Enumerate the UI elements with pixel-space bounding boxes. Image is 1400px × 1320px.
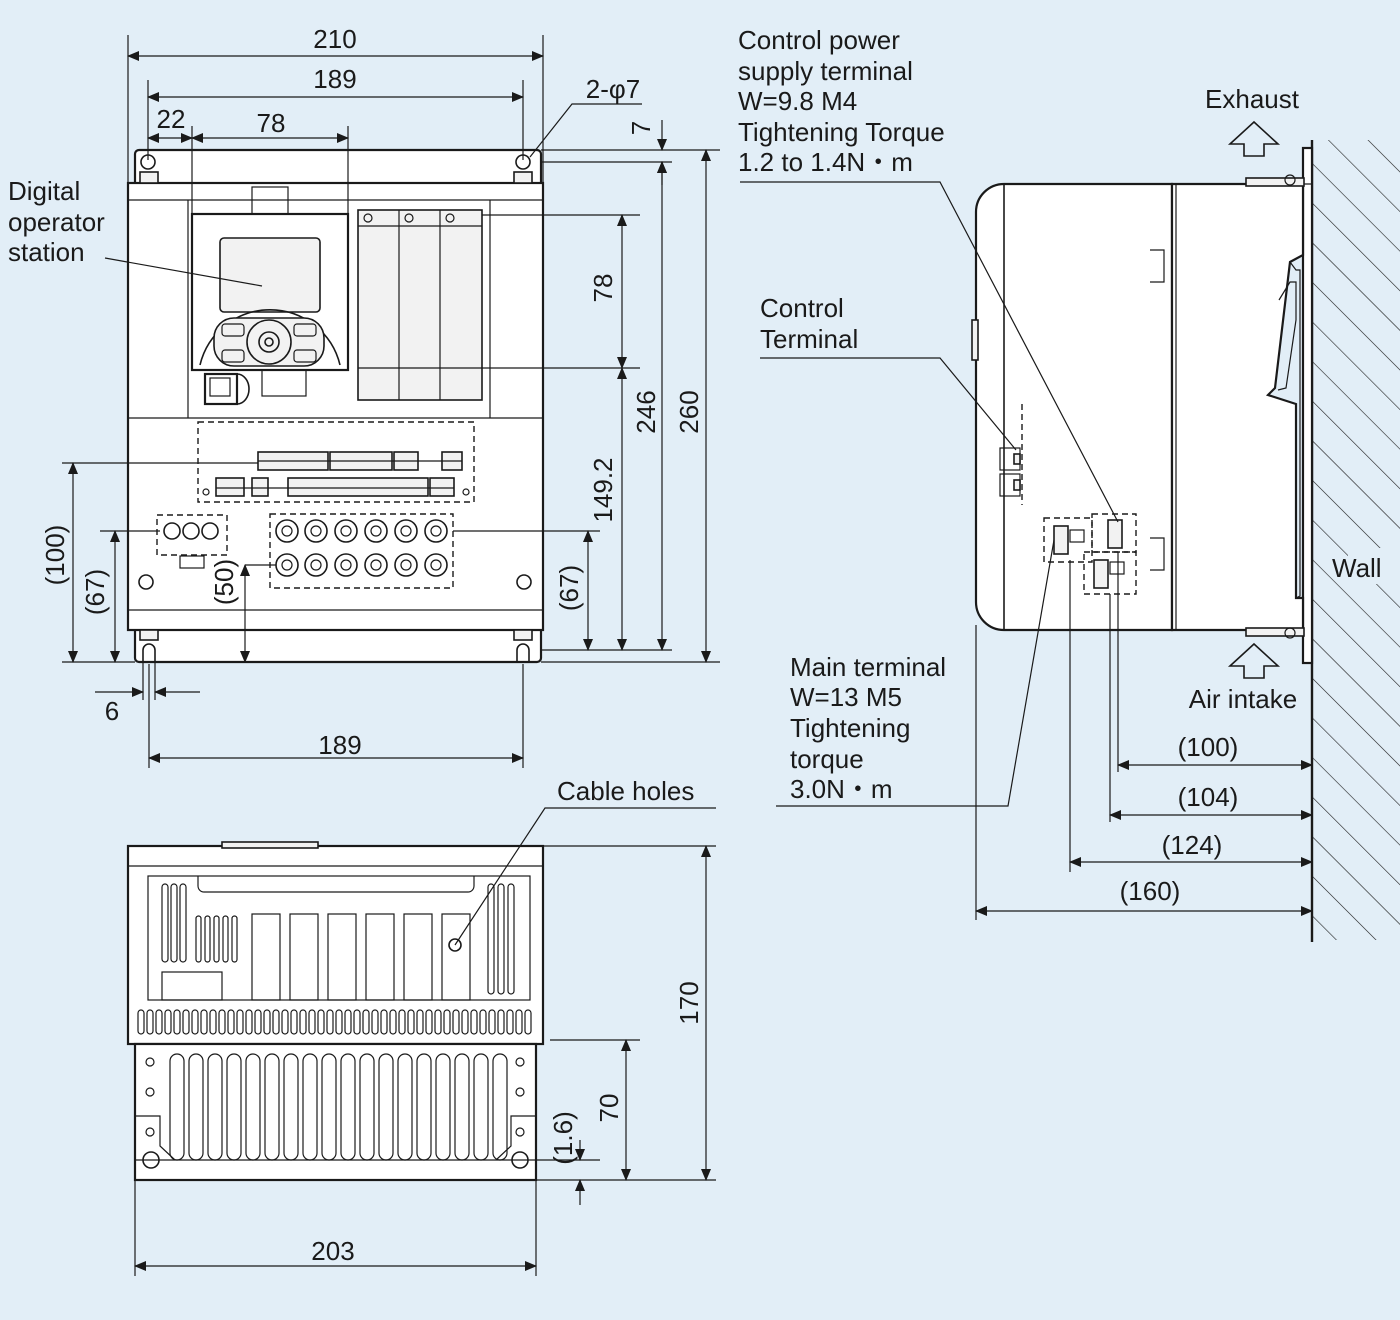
front-view: 210 189 22 78 2-φ7 7 78 246 260 149.2 (6… xyxy=(8,24,720,768)
dim-160-side: (160) xyxy=(1120,876,1181,906)
side-view: (100) (104) (124) (160) Control power su… xyxy=(738,25,1400,942)
bottom-right-fins xyxy=(487,883,515,995)
dim-1-6: (1.6) xyxy=(548,1111,578,1164)
side-heatsink xyxy=(1170,182,1305,632)
heatsink-fins xyxy=(169,1053,508,1161)
label-air-intake: Air intake xyxy=(1189,684,1297,714)
label-wall: Wall xyxy=(1332,553,1382,583)
digital-operator xyxy=(190,186,350,406)
dim-104-side: (104) xyxy=(1178,782,1239,812)
cable-hole xyxy=(448,938,462,952)
side-leader-lines xyxy=(740,181,1119,807)
dim-100-side: (100) xyxy=(1178,732,1239,762)
dim-7: 7 xyxy=(626,121,656,135)
dim-78-operator: 78 xyxy=(257,108,286,138)
dim-67-right: (67) xyxy=(554,565,584,611)
dim-124-side: (124) xyxy=(1162,830,1223,860)
bottom-slot-row xyxy=(137,1009,532,1035)
label-control-terminal: Control Terminal xyxy=(760,293,858,354)
bottom-screw-left xyxy=(142,1151,160,1169)
side-housing xyxy=(974,182,1174,632)
front-dimension-lines xyxy=(62,35,720,768)
ground-screw-left xyxy=(138,574,154,590)
bottom-screw-right xyxy=(511,1151,529,1169)
label-main-terminal: Main terminal W=13 M5 Tightening torque … xyxy=(790,652,953,804)
dim-203: 203 xyxy=(311,1236,354,1266)
dim-246: 246 xyxy=(631,390,661,433)
side-control-terminal xyxy=(999,404,1023,505)
bottom-left-slot xyxy=(142,643,156,662)
dim-100-left: (100) xyxy=(40,525,70,586)
label-cable-holes: Cable holes xyxy=(557,776,694,806)
dim-67-left: (67) xyxy=(80,569,110,615)
label-exhaust: Exhaust xyxy=(1205,84,1300,114)
bottom-view: 170 70 (1.6) 203 Cable holes xyxy=(126,776,716,1276)
label-control-power-supply: Control power supply terminal W=9.8 M4 T… xyxy=(738,25,952,177)
bottom-dimension-lines xyxy=(134,807,716,1276)
dim-22: 22 xyxy=(157,104,186,134)
dim-6: 6 xyxy=(105,696,119,726)
dim-189-top: 189 xyxy=(313,64,356,94)
front-main-terminal xyxy=(269,513,454,589)
dim-260: 260 xyxy=(674,390,704,433)
bottom-left-fins xyxy=(161,883,187,963)
front-control-terminal xyxy=(197,421,475,503)
bottom-small-fins xyxy=(195,915,238,963)
exhaust-arrow xyxy=(1227,120,1281,157)
wall-hatch xyxy=(1312,140,1400,940)
side-dimension-lines xyxy=(975,552,1313,920)
dim-78-right: 78 xyxy=(588,274,618,303)
ground-screw-right xyxy=(516,574,532,590)
dim-70: 70 xyxy=(594,1094,624,1123)
dim-2-phi7: 2-φ7 xyxy=(586,74,640,104)
label-digital-operator: Digital operator station xyxy=(8,176,112,267)
bottom-right-slot xyxy=(516,643,530,662)
dim-149-2: 149.2 xyxy=(588,457,618,522)
dim-189-bottom: 189 xyxy=(318,730,361,760)
dim-170: 170 xyxy=(674,981,704,1024)
front-control-power-terminal xyxy=(156,514,228,569)
cable-hole-panels xyxy=(251,913,471,1001)
option-slots xyxy=(357,209,483,401)
air-intake-arrow xyxy=(1227,642,1281,679)
dim-210: 210 xyxy=(313,24,356,54)
dim-50: (50) xyxy=(209,559,239,605)
